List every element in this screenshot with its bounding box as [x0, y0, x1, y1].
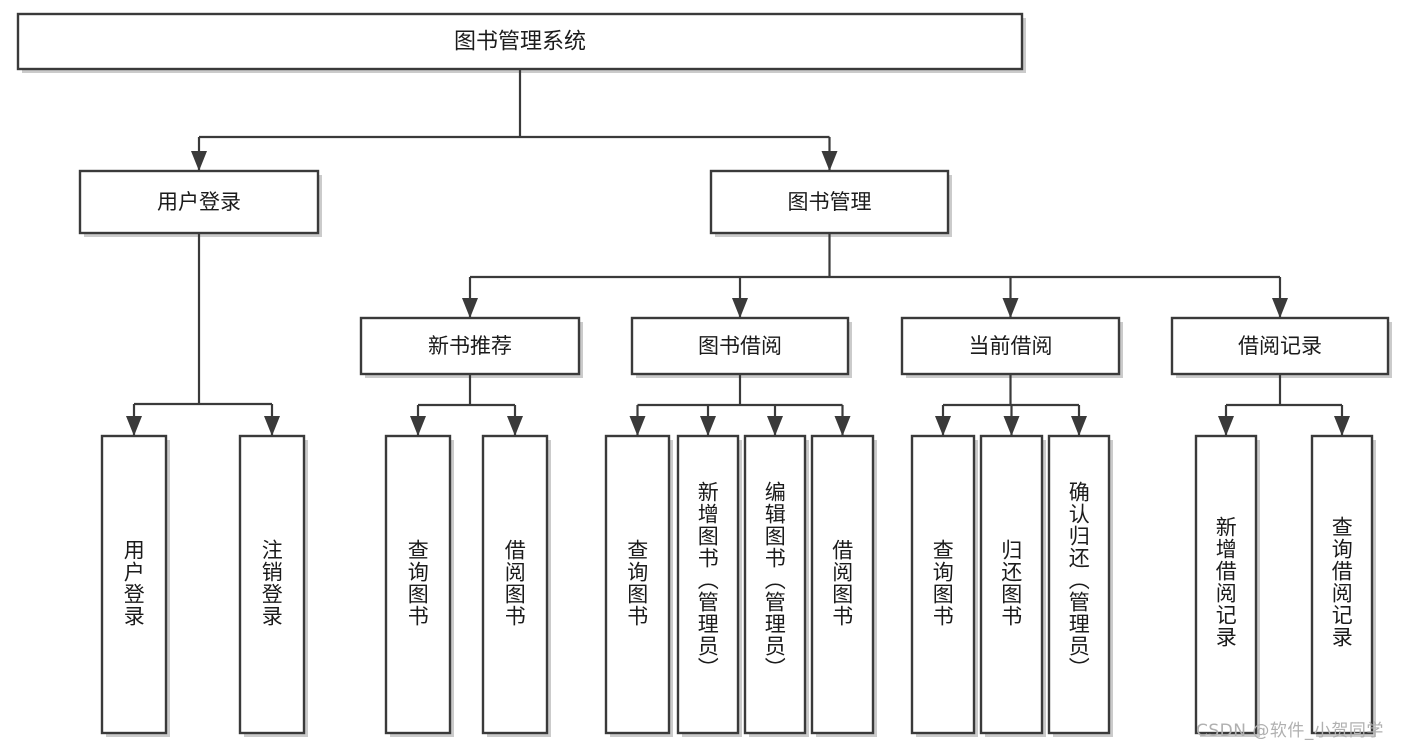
node-box-leaf-cb-confirm-return[interactable]: [1047, 434, 1111, 735]
arrow-head: [834, 416, 851, 436]
node-label-borrow-record: 借阅记录: [1238, 334, 1322, 358]
node-box-leaf-bb-add-book[interactable]: [676, 434, 740, 735]
node-label-root: 图书管理系统: [454, 30, 586, 55]
node-box-leaf-cb-query-book[interactable]: [910, 434, 976, 735]
arrow-head: [629, 416, 646, 436]
node-box-leaf-rec-borrow-book[interactable]: [481, 434, 549, 735]
node-label-book-manage: 图书管理: [788, 190, 872, 214]
arrow-head: [1002, 298, 1019, 318]
arrow-head: [410, 416, 426, 436]
node-box-leaf-cb-return-book[interactable]: [979, 434, 1044, 735]
node-box-leaf-bb-edit-book[interactable]: [743, 434, 807, 735]
node-label-current-borrow: 当前借阅: [969, 334, 1053, 358]
node-box-book-borrow[interactable]: [630, 316, 850, 376]
node-box-leaf-bb-borrow-book[interactable]: [810, 434, 875, 735]
node-box-leaf-logout[interactable]: [238, 434, 306, 735]
arrow-head: [1272, 298, 1288, 318]
arrow-head: [1218, 416, 1234, 436]
node-box-leaf-bb-query-book[interactable]: [604, 434, 671, 735]
node-box-leaf-br-add-record[interactable]: [1194, 434, 1258, 735]
node-label-user-login: 用户登录: [157, 190, 241, 214]
arrow-head: [264, 416, 280, 436]
arrow-head: [191, 151, 207, 171]
node-label-book-borrow: 图书借阅: [698, 334, 782, 358]
box-layer: [16, 12, 1390, 735]
node-box-leaf-rec-query-book[interactable]: [384, 434, 452, 735]
node-label-new-book-rec: 新书推荐: [428, 334, 512, 358]
node-box-root[interactable]: [16, 12, 1024, 71]
watermark-text: CSDN @软件_小贺同学: [1196, 721, 1384, 741]
node-box-leaf-user-login[interactable]: [100, 434, 168, 735]
node-box-book-manage[interactable]: [709, 169, 950, 235]
arrow-head: [1071, 416, 1087, 436]
node-box-user-login[interactable]: [78, 169, 320, 235]
connector-layer: [126, 69, 1350, 436]
arrow-head: [1334, 416, 1350, 436]
node-box-borrow-record[interactable]: [1170, 316, 1390, 376]
arrow-head: [700, 416, 716, 436]
arrow-head: [821, 151, 838, 171]
node-box-current-borrow[interactable]: [900, 316, 1121, 376]
arrow-head: [507, 416, 523, 436]
arrow-head: [1003, 416, 1020, 436]
arrow-head: [462, 298, 478, 318]
node-box-leaf-br-query-record[interactable]: [1310, 434, 1374, 735]
arrow-head: [126, 416, 142, 436]
node-box-new-book-rec[interactable]: [359, 316, 581, 376]
arrow-head: [732, 298, 748, 318]
arrow-head: [767, 416, 783, 436]
arrow-head: [935, 416, 951, 436]
